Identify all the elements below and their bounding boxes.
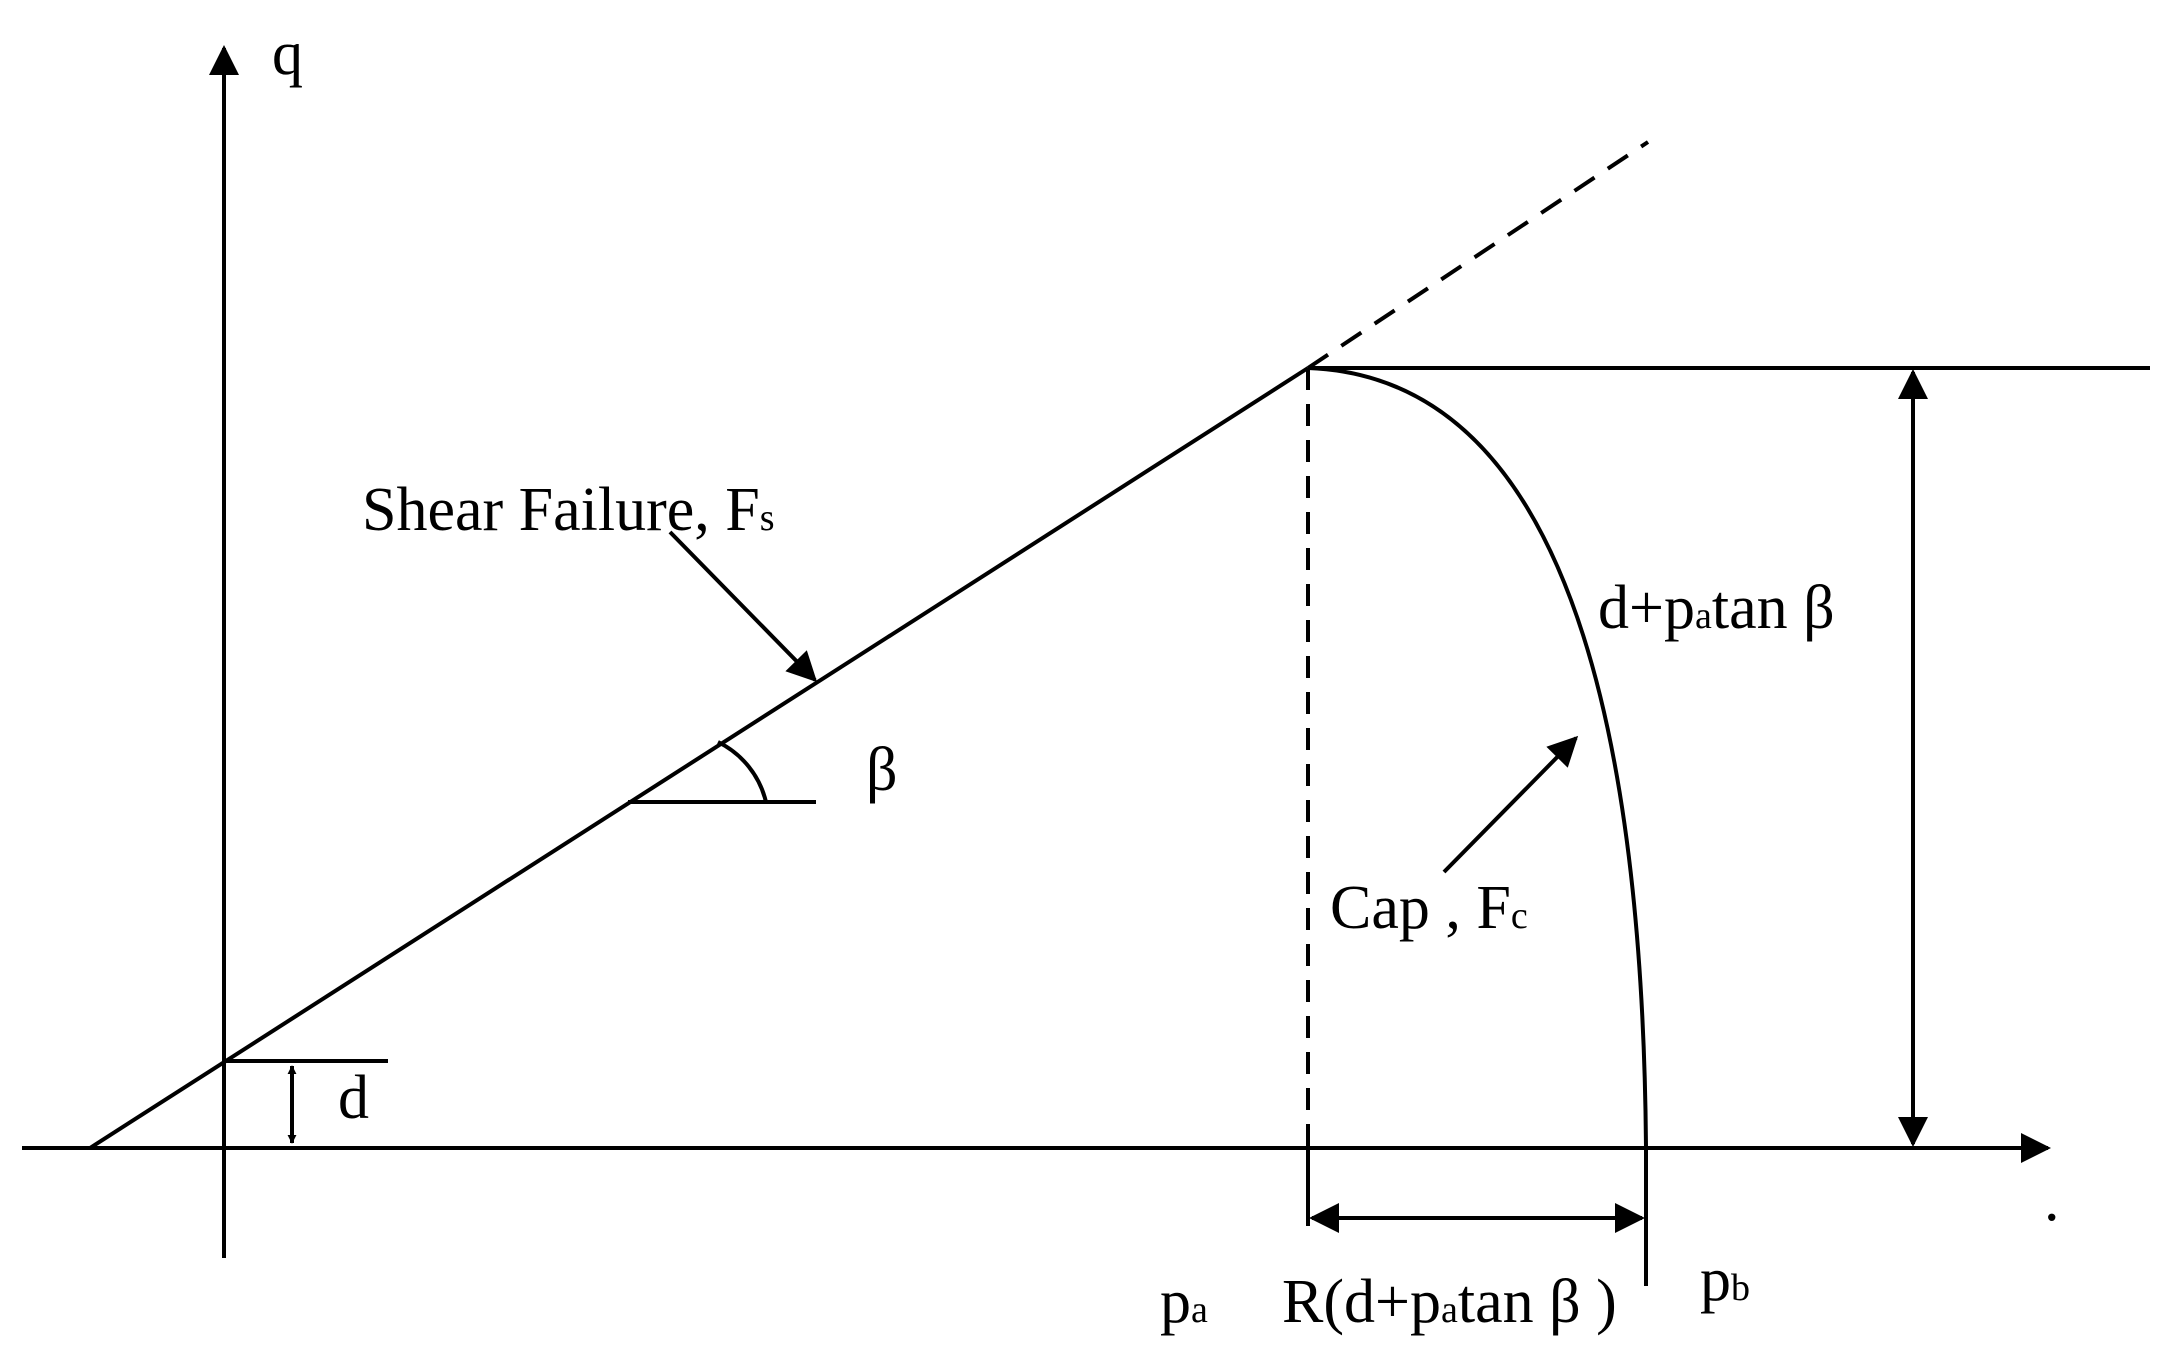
pb-label: pb bbox=[1700, 1246, 1750, 1314]
shear-failure-extension-dashed bbox=[1306, 140, 1650, 370]
r-dimension-label: R(d+patan β ) bbox=[1282, 1268, 1617, 1336]
cap-pointer-arrow bbox=[1442, 735, 1579, 874]
shear-pointer-arrow bbox=[668, 530, 818, 683]
beta-angle-arc bbox=[717, 740, 768, 803]
stray-dot: . bbox=[2044, 1166, 2060, 1234]
height-label: d+patan β bbox=[1598, 574, 1835, 642]
cap-curve bbox=[1307, 366, 1648, 1149]
pa-label: pa bbox=[1160, 1268, 1208, 1336]
d-label: d bbox=[338, 1064, 369, 1132]
beta-label: β bbox=[866, 736, 898, 804]
shear-failure-line bbox=[88, 366, 1310, 1150]
cap-label: Cap , Fc bbox=[1330, 874, 1528, 942]
q-axis-label: q bbox=[272, 20, 303, 88]
shear-failure-label: Shear Failure, Fs bbox=[362, 476, 775, 544]
